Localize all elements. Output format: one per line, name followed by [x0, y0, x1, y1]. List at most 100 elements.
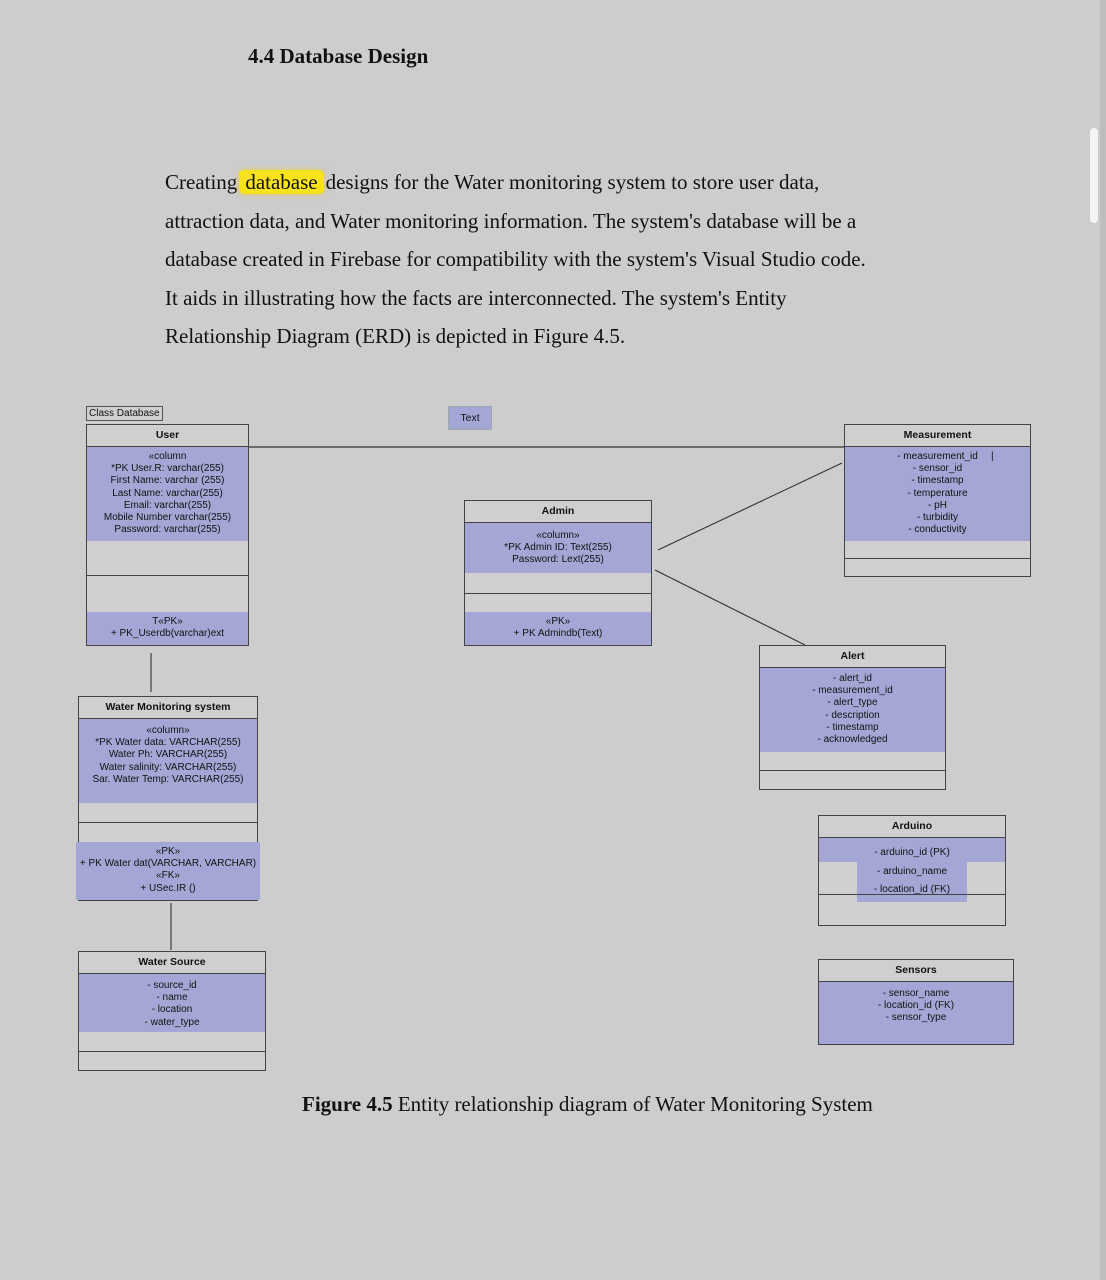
attr: - acknowledged	[817, 734, 888, 746]
figure-caption: Figure 4.5 Entity relationship diagram o…	[302, 1092, 873, 1117]
op: + USec.IR ()	[140, 882, 196, 894]
attr: - location	[151, 1004, 193, 1016]
divider	[845, 558, 1030, 559]
attr: - measurement_id	[897, 451, 978, 462]
attr-band	[857, 862, 967, 902]
entity-title: Sensors	[819, 960, 1013, 982]
entity-title: Water Source	[79, 952, 265, 974]
attr: - timestamp	[911, 475, 964, 487]
op: + PK Water dat(VARCHAR, VARCHAR)	[79, 858, 257, 870]
figure-number: Figure 4.5	[302, 1092, 393, 1116]
attr: Password: Lext(255)	[512, 554, 604, 566]
attr: - temperature	[907, 487, 968, 499]
op: + PK Admindb(Text)	[513, 628, 603, 640]
attr: - water_type	[144, 1016, 200, 1028]
divider	[79, 1051, 265, 1052]
attr: - conductivity	[908, 524, 967, 536]
attr: - arduino_name	[876, 865, 948, 877]
divider	[819, 894, 1005, 895]
para-text: attraction data, and Water monitoring in…	[165, 208, 857, 233]
attr: - location_id (FK)	[877, 1000, 955, 1012]
entity-attributes: «column» *PK Admin ID: Text(255) Passwor…	[465, 523, 651, 573]
entity-alert[interactable]: Alert - alert_id - measurement_id - aler…	[759, 645, 946, 790]
attr: Sar. Water Temp: VARCHAR(255)	[92, 773, 244, 785]
op: «FK»	[156, 870, 180, 882]
attr: «column	[148, 451, 187, 462]
attr: - arduino_id (PK)	[874, 847, 950, 858]
entity-attributes: - source_id - name - location - water_ty…	[79, 974, 265, 1032]
text-cursor: |	[991, 451, 994, 462]
entity-title: Admin	[465, 501, 651, 523]
figure-caption-text: Entity relationship diagram of Water Mon…	[392, 1092, 873, 1116]
attr: Password: varchar(255)	[114, 524, 221, 536]
attr: - description	[825, 709, 880, 721]
attr: First Name: varchar (255)	[110, 475, 225, 487]
entity-attributes: - sensor_name - location_id (FK) - senso…	[819, 982, 1013, 1044]
attr: - measurement_id	[812, 685, 893, 697]
entity-arduino[interactable]: Arduino - arduino_id (PK) - arduino_name…	[818, 815, 1006, 926]
entity-attributes: - alert_id - measurement_id - alert_type…	[760, 668, 945, 752]
divider	[760, 770, 945, 771]
attr: Water salinity: VARCHAR(255)	[99, 761, 237, 773]
entity-operations: T«PK» + PK_Userdb(varchar)ext	[87, 612, 248, 645]
entity-sensors[interactable]: Sensors - sensor_name - location_id (FK)…	[818, 959, 1014, 1045]
attr: - alert_type	[827, 697, 878, 709]
connector-admin-alert	[654, 569, 806, 646]
attr: - name	[156, 992, 188, 1004]
entity-attributes: - arduino_id (PK) - arduino_name - locat…	[819, 844, 1005, 900]
attr: - location_id (FK)	[873, 884, 951, 895]
attr: Mobile Number varchar(255)	[103, 512, 232, 524]
attr: Water Ph: VARCHAR(255)	[108, 749, 228, 761]
entity-title: Water Monitoring system	[79, 697, 257, 719]
scrollbar-thumb[interactable]	[1090, 128, 1098, 223]
connector-admin-measurement	[657, 462, 843, 551]
attr-band	[819, 838, 1005, 862]
attr: «column»	[146, 725, 190, 736]
page-edge	[1100, 0, 1106, 1280]
entity-user[interactable]: User «column *PK User.R: varchar(255) Fi…	[86, 424, 249, 646]
op: «PK»	[545, 616, 571, 627]
entity-operations: «PK» + PK Admindb(Text)	[465, 612, 651, 645]
text-chip[interactable]: Text	[448, 406, 492, 430]
class-database-label: Class Database	[86, 406, 163, 421]
attr: «column»	[536, 530, 580, 541]
para-text: designs for the Water monitoring system …	[325, 170, 820, 194]
attr: Email: varchar(255)	[123, 499, 212, 511]
attr: Last Name: varchar(255)	[112, 487, 223, 499]
entity-title: Measurement	[845, 425, 1030, 447]
attr: - source_id	[147, 980, 197, 991]
divider	[79, 822, 257, 823]
entity-attributes: «column» *PK Water data: VARCHAR(255) Wa…	[79, 719, 257, 803]
entity-operations: «PK» + PK Water dat(VARCHAR, VARCHAR) «F…	[76, 842, 260, 900]
entity-title: Arduino	[819, 816, 1005, 838]
attr: *PK User.R: varchar(255)	[111, 463, 224, 475]
attr: *PK Water data: VARCHAR(255)	[95, 737, 241, 749]
op: + PK_Userdb(varchar)ext	[110, 628, 225, 640]
attr: - sensor_type	[885, 1012, 947, 1024]
section-heading: 4.4 Database Design	[248, 44, 429, 68]
op: «PK»	[155, 846, 181, 857]
para-text: database created in Firebase for compati…	[165, 247, 866, 271]
divider	[87, 575, 248, 576]
para-text: Creating	[165, 170, 238, 194]
op: T«PK»	[152, 616, 183, 627]
attr: - timestamp	[826, 721, 879, 733]
entity-water-source[interactable]: Water Source - source_id - name - locati…	[78, 951, 266, 1071]
para-text: Relationship Diagram (ERD) is depicted i…	[165, 324, 626, 348]
search-highlight[interactable]: database	[239, 170, 324, 194]
para-text: It aids in illustrating how the facts ar…	[165, 285, 787, 310]
attr: *PK Admin ID: Text(255)	[504, 542, 612, 554]
entity-attributes: «column *PK User.R: varchar(255) First N…	[87, 447, 248, 541]
entity-admin[interactable]: Admin «column» *PK Admin ID: Text(255) P…	[464, 500, 652, 646]
attr: - sensor_id	[912, 463, 963, 475]
attr: - pH	[928, 499, 947, 511]
divider	[465, 593, 651, 594]
entity-water-monitoring-system[interactable]: Water Monitoring system «column» *PK Wat…	[76, 696, 260, 901]
entity-title: Alert	[760, 646, 945, 668]
entity-attributes: - measurement_id - sensor_id - timestamp…	[845, 447, 1030, 541]
entity-title: User	[87, 425, 248, 447]
entity-measurement[interactable]: Measurement - measurement_id - sensor_id…	[844, 424, 1031, 577]
attr: - sensor_name	[882, 988, 950, 999]
